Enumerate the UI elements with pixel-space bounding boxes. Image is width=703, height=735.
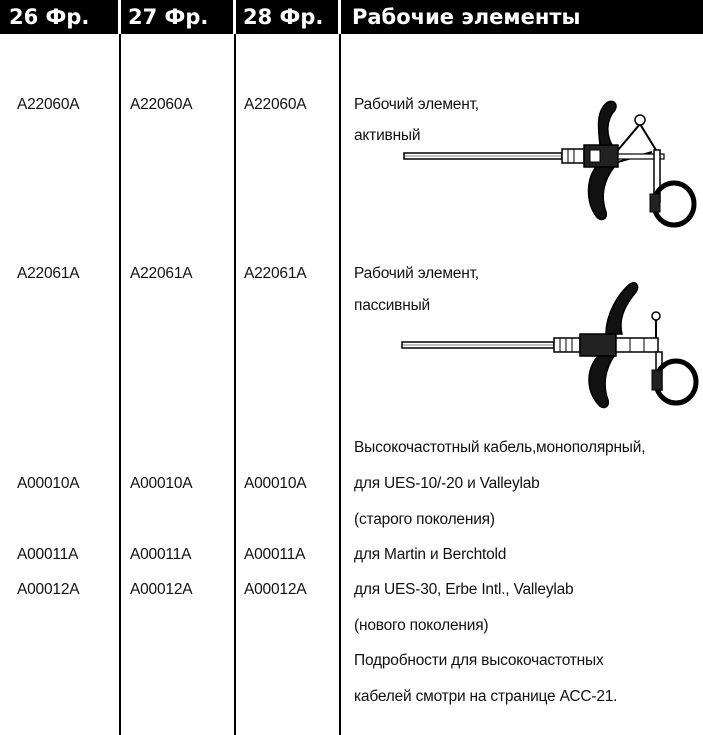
code-28-fr: A22060A (244, 96, 307, 113)
code-26-fr: A22060A (17, 96, 80, 113)
code-28-fr: A00010A (244, 475, 307, 492)
description-line: для UES-10/-20 и Valleylab (354, 475, 540, 492)
code-27-fr: A22061A (130, 265, 193, 282)
code-26-fr: A00011A (17, 546, 79, 563)
header-divider (338, 0, 341, 34)
header-28-fr: 28 Фр. (243, 5, 324, 29)
column-rule (119, 34, 121, 735)
cable-intro: Высокочастотный кабель,монополярный, (354, 439, 646, 456)
code-26-fr: A00010A (17, 475, 80, 492)
description-line: Рабочий элемент, (354, 96, 479, 113)
header-26-fr: 26 Фр. (9, 5, 90, 29)
header-divider (118, 0, 121, 34)
code-28-fr: A00012A (244, 581, 307, 598)
description-line: (старого поколения) (354, 511, 495, 528)
description-line: активный (354, 127, 421, 144)
column-rule (234, 34, 236, 735)
code-28-fr: A00011A (244, 546, 306, 563)
description-line: пассивный (354, 297, 430, 314)
header-27-fr: 27 Фр. (128, 5, 209, 29)
table-header: 26 Фр. 27 Фр. 28 Фр. Рабочие элементы (0, 0, 703, 34)
header-divider (233, 0, 236, 34)
description-line: Рабочий элемент, (354, 265, 479, 282)
code-26-fr: A00012A (17, 581, 80, 598)
description-line: (нового поколения) (354, 617, 489, 634)
active-working-element-illustration (403, 100, 697, 228)
code-28-fr: A22061A (244, 265, 307, 282)
code-27-fr: A00010A (130, 475, 193, 492)
cable-note-line: Подробности для высокочастотных (354, 652, 604, 669)
description-line: для Martin и Berchtold (354, 546, 507, 563)
description-line: для UES-30, Erbe Intl., Valleylab (354, 581, 574, 598)
code-27-fr: A00012A (130, 581, 193, 598)
cable-note-line: кабелей смотри на странице АСС-21. (354, 688, 618, 705)
column-rule (339, 34, 341, 735)
header-working-elements: Рабочие элементы (352, 5, 581, 29)
code-27-fr: A00011A (130, 546, 192, 563)
code-27-fr: A22060A (130, 96, 193, 113)
passive-working-element-illustration (401, 281, 699, 409)
code-26-fr: A22061A (17, 265, 80, 282)
